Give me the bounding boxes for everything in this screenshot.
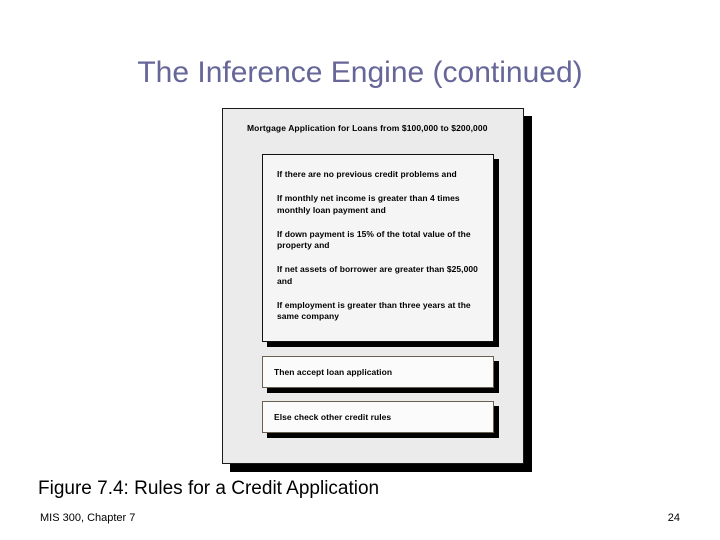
slide-title: The Inference Engine (continued) [137, 56, 583, 89]
figure-heading: Mortgage Application for Loans from $100… [247, 123, 488, 133]
then-action-box: Then accept loan application [262, 356, 494, 388]
figure-caption: Figure 7.4: Rules for a Credit Applicati… [38, 478, 380, 499]
footer-course-label: MIS 300, Chapter 7 [40, 512, 136, 524]
then-action-label: Then accept loan application [274, 367, 393, 377]
else-action-box: Else check other credit rules [262, 401, 494, 433]
figure-diagram: Mortgage Application for Loans from $100… [222, 108, 532, 472]
else-action-group: Else check other credit rules [262, 401, 499, 438]
then-action-group: Then accept loan application [262, 356, 499, 393]
condition-line: If monthly net income is greater than 4 … [277, 193, 460, 215]
outer-panel: Mortgage Application for Loans from $100… [222, 108, 524, 464]
slide-page-number: 24 [667, 512, 680, 524]
else-action-label: Else check other credit rules [274, 412, 392, 422]
conditions-group: If there are no previous credit problems… [262, 154, 499, 347]
condition-line: If there are no previous credit problems… [277, 169, 457, 179]
condition-line: If down payment is 15% of the total valu… [277, 228, 471, 251]
conditions-box: If there are no previous credit problems… [262, 154, 494, 342]
condition-line: If net assets of borrower are greater th… [277, 264, 478, 286]
condition-line: If employment is greater than three year… [277, 299, 471, 322]
